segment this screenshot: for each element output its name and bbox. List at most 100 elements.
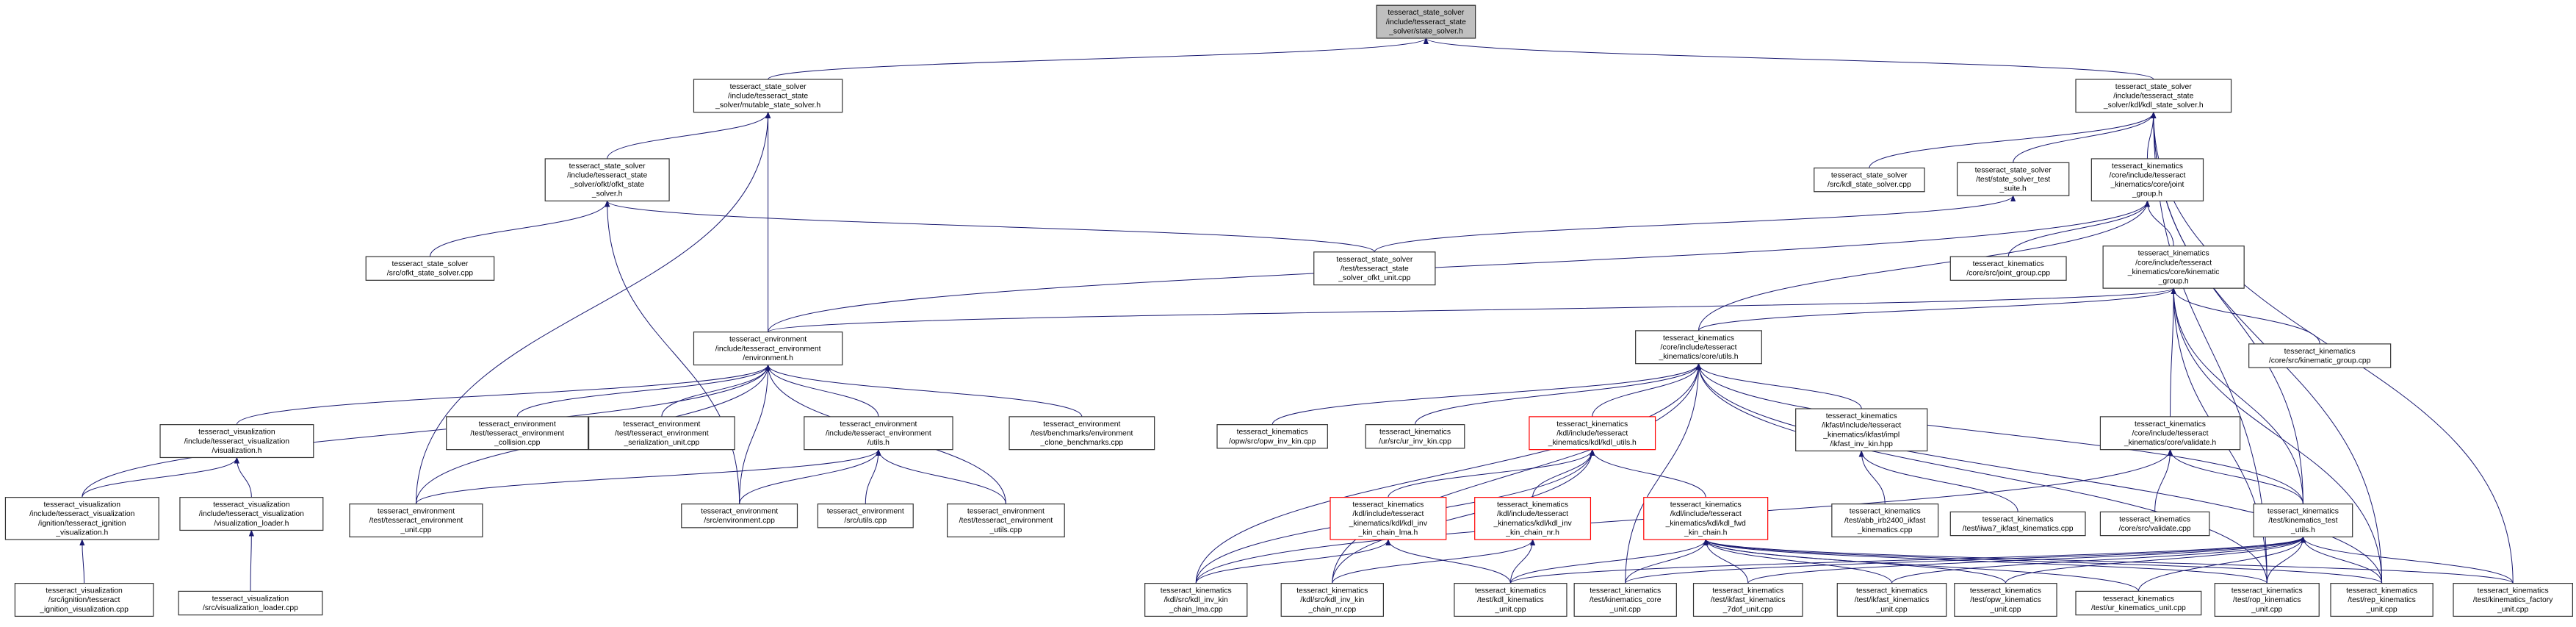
graph-node[interactable]: tesseract_environment/src/environment.cp… — [681, 504, 798, 529]
graph-node[interactable]: tesseract_kinematics/kdl/include/tessera… — [1474, 497, 1592, 540]
graph-node[interactable]: tesseract_environment/test/tesseract_env… — [947, 504, 1065, 538]
graph-node[interactable]: tesseract_state_solver/test/tesseract_st… — [1313, 251, 1436, 286]
node-box — [1144, 583, 1248, 617]
graph-node[interactable]: tesseract_kinematics/core/include/tesser… — [2099, 416, 2241, 451]
graph-edge — [1509, 536, 2306, 584]
graph-node[interactable]: tesseract_kinematics/test/ur_kinematics_… — [2075, 590, 2202, 616]
graph-edge — [1625, 536, 2306, 584]
graph-node[interactable]: tesseract_environment/src/utils.cpp — [817, 504, 914, 529]
node-label-line: tesseract_kinematics — [1352, 501, 1424, 509]
node-box — [1954, 583, 2057, 617]
graph-node[interactable]: tesseract_kinematics/test/ikfast_kinemat… — [1692, 583, 1803, 617]
node-label-line: tesseract_kinematics — [2478, 587, 2549, 595]
graph-node[interactable]: tesseract_kinematics/test/kinematics_tes… — [2253, 504, 2353, 538]
node-label-line: _unit.cpp — [2251, 606, 2282, 614]
graph-edge — [236, 364, 771, 425]
graph-node[interactable]: tesseract_state_solver/src/kdl_state_sol… — [1814, 167, 1925, 193]
node-label-line: _chain_nr.cpp — [1307, 606, 1356, 614]
node-label-line: tesseract_environment — [1043, 420, 1120, 429]
graph-edge — [2300, 536, 2383, 584]
graph-node[interactable]: tesseract_kinematics/core/src/joint_grou… — [1949, 256, 2067, 281]
graph-edge — [2171, 287, 2383, 584]
graph-node[interactable]: tesseract_kinematics/core/src/kinematic_… — [2248, 343, 2392, 368]
graph-node[interactable]: tesseract_state_solver/test/state_solver… — [1956, 162, 2070, 196]
edge-path — [2171, 287, 2303, 504]
graph-edge — [79, 539, 85, 584]
node-label-line: /visualization_loader.h — [214, 520, 289, 528]
graph-edge — [605, 200, 1375, 253]
graph-node[interactable]: tesseract_kinematics/core/include/tesser… — [1635, 330, 1762, 365]
graph-node[interactable]: tesseract_visualization/include/tesserac… — [179, 497, 324, 531]
graph-node[interactable]: tesseract_kinematics/opw/src/opw_inv_kin… — [1216, 424, 1328, 449]
node-label-line: _utils.h — [2290, 526, 2315, 534]
graph-node[interactable]: tesseract_state_solver/include/tesseract… — [693, 79, 843, 113]
node-box — [1529, 416, 1656, 451]
edge-path — [2005, 536, 2306, 584]
graph-edge — [1858, 450, 1886, 504]
node-label-line: tesseract_visualization — [44, 501, 121, 509]
edge-path — [248, 529, 254, 592]
graph-node[interactable]: tesseract_environment/test/tesseract_env… — [588, 416, 735, 451]
graph-node[interactable]: tesseract_kinematics/test/ikfast_kinemat… — [1836, 583, 1947, 617]
graph-node[interactable]: tesseract_environment/include/tesseract_… — [693, 332, 843, 366]
graph-node[interactable]: tesseract_kinematics/test/rop_kinematics… — [2214, 583, 2320, 617]
node-label-line: _unit.cpp — [1494, 606, 1526, 614]
graph-node[interactable]: tesseract_state_solver/src/ofkt_state_so… — [365, 256, 495, 281]
graph-node[interactable]: tesseract_state_solver/include/tesseract… — [2075, 79, 2232, 113]
graph-node[interactable]: tesseract_kinematics/kdl/src/kdl_inv_kin… — [1280, 583, 1384, 617]
node-box — [693, 332, 843, 366]
graph-node[interactable]: tesseract_kinematics/test/rep_kinematics… — [2330, 583, 2434, 617]
node-label-line: _kinematics/kdl/kdl_inv — [1493, 520, 1572, 528]
graph-node[interactable]: tesseract_kinematics/kdl/src/kdl_inv_kin… — [1144, 583, 1248, 617]
graph-node[interactable]: tesseract_kinematics/test/opw_kinematics… — [1954, 583, 2057, 617]
graph-node[interactable]: tesseract_visualization/include/tesserac… — [4, 497, 159, 540]
graph-node[interactable]: tesseract_visualization/src/visualizatio… — [178, 590, 323, 616]
edge-path — [2146, 111, 2157, 159]
graph-node[interactable]: tesseract_kinematics/kdl/include/tessera… — [1643, 497, 1769, 540]
node-label-line: tesseract_kinematics — [2103, 595, 2174, 603]
graph-edge — [415, 111, 771, 504]
graph-node[interactable]: tesseract_kinematics/kdl/include/tessera… — [1529, 416, 1656, 451]
graph-node[interactable]: tesseract_environment/include/tesseract_… — [804, 416, 953, 451]
edge-path — [1625, 362, 1702, 584]
graph-node[interactable]: tesseract_environment/test/benchmarks/en… — [1009, 416, 1155, 451]
graph-node[interactable]: tesseract_kinematics/test/abb_irb2400_ik… — [1831, 504, 1939, 538]
edge-path — [234, 456, 252, 498]
graph-node[interactable]: tesseract_kinematics/core/include/tesser… — [2090, 158, 2204, 201]
graph-node[interactable]: tesseract_state_solver/include/tesseract… — [1376, 4, 1476, 39]
node-label-line: /test/tesseract_environment — [369, 517, 463, 525]
graph-node[interactable]: tesseract_kinematics/test/kdl_kinematics… — [1454, 583, 1567, 617]
node-label-line: tesseract_kinematics — [1856, 587, 1927, 595]
node-label-line: /kdl/include/tesseract — [1497, 510, 1568, 518]
node-label-line: /src/kdl_state_solver.cpp — [1828, 181, 1911, 189]
edge-path — [1625, 539, 1709, 584]
graph-node[interactable]: tesseract_kinematics/test/kinematics_fac… — [2453, 583, 2573, 617]
edge-path — [1332, 539, 1536, 584]
edge-path — [516, 364, 771, 417]
node-label-line: _solver/mutable_state_solver.h — [715, 101, 820, 110]
node-label-line: /include/tesseract_state — [1386, 18, 1466, 26]
graph-node[interactable]: tesseract_state_solver/include/tesseract… — [544, 158, 670, 201]
edge-path — [1332, 448, 1595, 584]
graph-node[interactable]: tesseract_visualization/src/ignition/tes… — [14, 583, 154, 617]
node-box — [681, 504, 798, 529]
edge-path — [2300, 536, 2514, 584]
graph-node[interactable]: tesseract_kinematics/kdl/include/tessera… — [1330, 497, 1447, 540]
node-box — [1365, 424, 1465, 449]
node-label-line: tesseract_environment — [378, 508, 455, 516]
graph-node[interactable]: tesseract_environment/test/tesseract_env… — [446, 416, 589, 451]
node-box — [1814, 167, 1925, 193]
edge-path — [1698, 200, 2150, 331]
graph-node[interactable]: tesseract_kinematics/ur/src/ur_inv_kin.c… — [1365, 424, 1465, 449]
graph-node[interactable]: tesseract_kinematics/core/include/tesser… — [2102, 246, 2245, 289]
graph-node[interactable]: tesseract_visualization/include/tesserac… — [159, 424, 314, 459]
node-label-line: /include/tesseract_visualization — [29, 510, 134, 518]
graph-node[interactable]: tesseract_environment/test/tesseract_env… — [349, 504, 483, 538]
graph-node[interactable]: tesseract_kinematics/test/iiwa7_ikfast_k… — [1949, 511, 2086, 537]
graph-node[interactable]: tesseract_kinematics/ikfast/include/tess… — [1795, 408, 1928, 452]
graph-node[interactable]: tesseract_kinematics/core/src/validate.c… — [2099, 511, 2210, 537]
node-label-line: /ikfast/include/tesseract — [1822, 422, 1901, 430]
graph-node[interactable]: tesseract_kinematics/test/kinematics_cor… — [1573, 583, 1677, 617]
node-box — [2102, 246, 2245, 289]
node-label-line: _unit.cpp — [400, 526, 431, 534]
